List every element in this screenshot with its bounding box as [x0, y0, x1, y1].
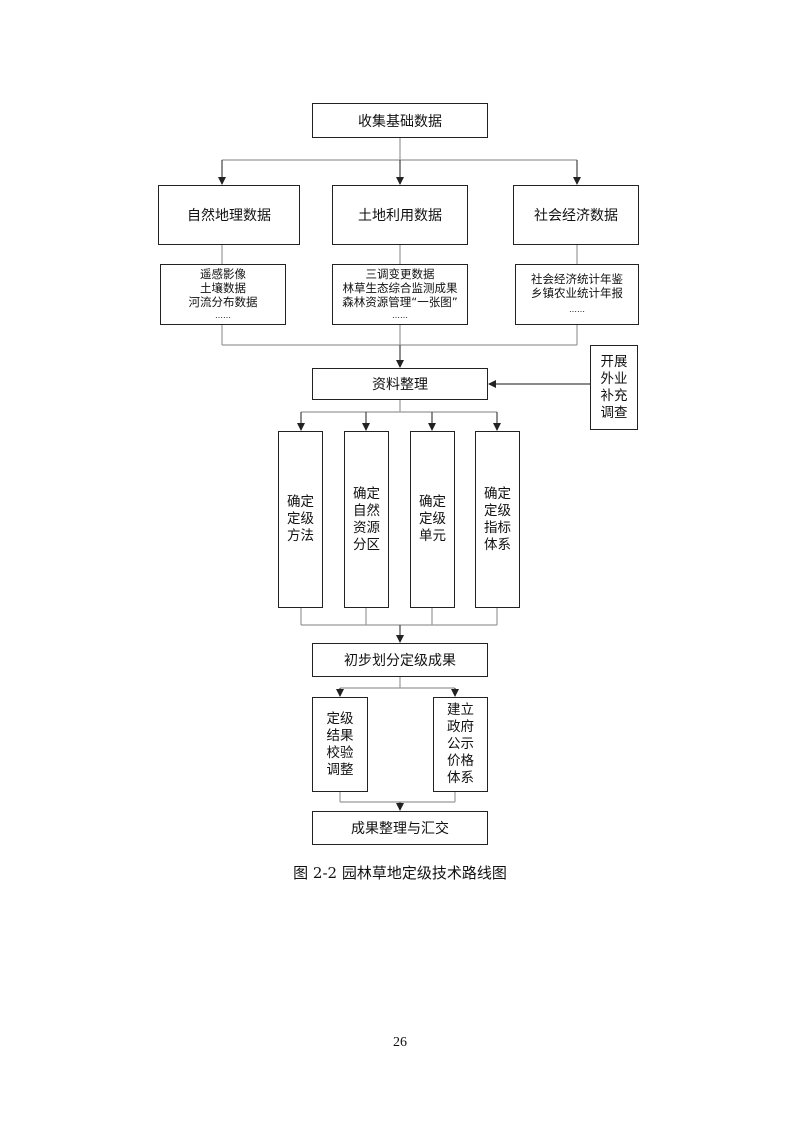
natural-geo-data-label: 自然地理数据: [187, 208, 271, 224]
box-text: 调整: [326, 761, 354, 778]
detail-item: 遥感影像: [200, 266, 246, 281]
box-text: 校验: [326, 744, 354, 761]
field-survey-box: 开展 外业 补充 调查: [590, 345, 638, 430]
box-text: 自然: [353, 502, 380, 519]
detail-item: 森林资源管理“一张图”: [342, 294, 458, 309]
detail-item: 三调变更数据: [365, 266, 435, 281]
box-text: 资源: [353, 519, 380, 536]
field-survey-text: 开展: [600, 353, 628, 370]
organize-data-label: 资料整理: [372, 377, 428, 393]
box-text: 体系: [484, 536, 511, 553]
box-text: 定级: [287, 511, 314, 527]
detail-item: 社会经济统计年鉴: [531, 272, 623, 286]
figure-caption: 图 2-2 园林草地定级技术路线图: [293, 864, 507, 882]
collect-data-box: 收集基础数据: [312, 103, 488, 138]
verify-adjust-box: 定级 结果 校验 调整: [312, 697, 368, 792]
natural-geo-data-box: 自然地理数据: [158, 185, 300, 245]
price-system-box: 建立 政府 公示 价格 体系: [433, 697, 488, 792]
box-text: 定级: [326, 710, 354, 727]
land-use-data-label: 土地利用数据: [358, 208, 442, 224]
box-text: 指标: [484, 519, 511, 536]
preliminary-result-label: 初步划分定级成果: [344, 653, 456, 669]
box-text: 确定: [353, 485, 380, 502]
detail-item: 河流分布数据: [188, 294, 258, 309]
page-number: 26: [393, 1035, 407, 1050]
grading-index-system-box: 确定 定级 指标 体系: [475, 431, 520, 608]
box-text: 确定: [419, 494, 446, 510]
box-text: 单元: [419, 528, 446, 544]
box-text: 政府: [447, 719, 474, 735]
field-survey-text: 调查: [600, 404, 628, 421]
box-text: 公示: [447, 736, 474, 752]
land-use-data-box: 土地利用数据: [332, 185, 468, 245]
collect-data-label: 收集基础数据: [358, 113, 442, 130]
grading-method-box: 确定 定级 方法: [278, 431, 323, 608]
socio-economic-detail-box: 社会经济统计年鉴 乡镇农业统计年报 ……: [515, 264, 639, 325]
box-text: 定级: [484, 502, 511, 519]
final-result-label: 成果整理与汇交: [351, 821, 449, 837]
detail-item: ……: [215, 310, 231, 320]
box-text: 分区: [353, 536, 380, 553]
box-text: 建立: [447, 702, 474, 718]
socio-economic-data-box: 社会经济数据: [513, 185, 639, 245]
natural-resource-zoning-box: 确定 自然 资源 分区: [344, 431, 389, 608]
box-text: 确定: [287, 494, 314, 510]
box-text: 确定: [484, 485, 511, 502]
box-text: 价格: [447, 753, 474, 769]
land-use-detail-box: 三调变更数据 林草生态综合监测成果 森林资源管理“一张图” ……: [332, 264, 468, 325]
grading-unit-box: 确定 定级 单元: [410, 431, 455, 608]
natural-geo-detail-box: 遥感影像 土壤数据 河流分布数据 ……: [160, 264, 286, 325]
socio-economic-data-label: 社会经济数据: [534, 208, 618, 224]
box-text: 结果: [326, 727, 354, 744]
field-survey-text: 外业: [600, 370, 628, 387]
detail-item: 土壤数据: [200, 280, 246, 295]
box-text: 方法: [287, 528, 314, 544]
final-result-box: 成果整理与汇交: [312, 811, 488, 845]
detail-item: ……: [392, 310, 408, 320]
detail-item: 乡镇农业统计年报: [531, 286, 623, 300]
detail-item: ……: [569, 305, 585, 314]
box-text: 体系: [447, 770, 474, 786]
box-text: 定级: [419, 511, 446, 527]
organize-data-box: 资料整理: [312, 368, 488, 400]
detail-item: 林草生态综合监测成果: [342, 280, 458, 295]
preliminary-result-box: 初步划分定级成果: [312, 643, 488, 677]
field-survey-text: 补充: [600, 387, 628, 404]
